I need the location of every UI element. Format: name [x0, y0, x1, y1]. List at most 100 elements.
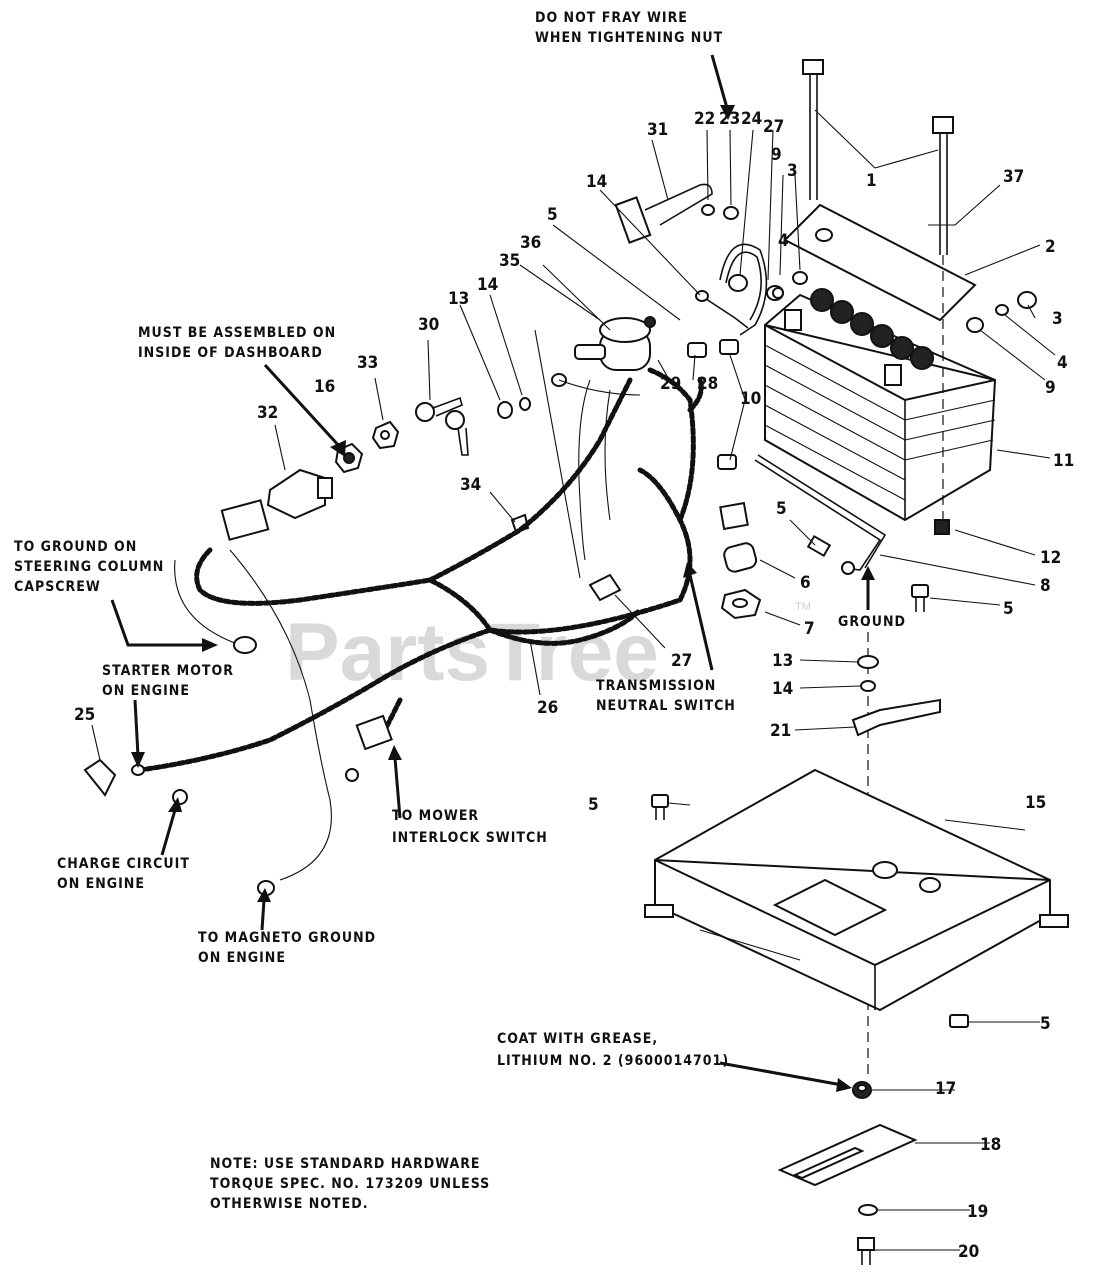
- callout-must-assemble-1: MUST BE ASSEMBLED ON: [138, 325, 336, 341]
- part-number: 13: [448, 289, 469, 309]
- part-number: 35: [499, 251, 520, 271]
- part-number: 31: [647, 120, 668, 140]
- part-number: 9: [1045, 378, 1056, 398]
- mounting-plate-assembly: [644, 584, 1069, 1265]
- part-number: 27: [763, 117, 784, 137]
- ignition-switch: [266, 468, 326, 520]
- part-number: 23: [719, 109, 740, 129]
- callout-starter-2: ON ENGINE: [102, 683, 190, 699]
- part-number: 36: [520, 233, 541, 253]
- note-line-2: TORQUE SPEC. NO. 173209 UNLESS: [210, 1176, 490, 1192]
- part-number: 33: [357, 353, 378, 373]
- leader-lines: [91, 109, 1056, 1251]
- part-number: 27: [671, 651, 692, 671]
- positive-cable: [719, 243, 768, 336]
- part-number: 24: [741, 109, 762, 129]
- starter-lead: [137, 627, 493, 773]
- callout-arrows: [110, 54, 875, 1092]
- callout-grease-2: LITHIUM NO. 2 (9600014701): [497, 1053, 729, 1069]
- part-number: 4: [1057, 353, 1068, 373]
- part-number: 29: [660, 374, 681, 394]
- callout-mower-2: INTERLOCK SWITCH: [392, 830, 548, 846]
- part-number: 3: [1052, 309, 1063, 329]
- part-number: 12: [1040, 548, 1061, 568]
- part-number: 5: [1003, 599, 1014, 619]
- battery-cap: [810, 288, 834, 312]
- battery-assembly: [754, 59, 1037, 575]
- part-number: 37: [1003, 167, 1024, 187]
- part-number: 6: [800, 573, 811, 593]
- part-number: 3: [787, 161, 798, 181]
- part-number: 9: [771, 145, 782, 165]
- washer: [1017, 291, 1037, 309]
- neutral-switch: [720, 542, 762, 620]
- callout-must-assemble-2: INSIDE OF DASHBOARD: [138, 345, 323, 361]
- part-number-labels: 1 37 2 3 3 4 4 9 9 11 12 8 5 5 5 5 5 6 7…: [74, 109, 1074, 1262]
- starter-terminal: [83, 758, 117, 797]
- part-number: 15: [1025, 793, 1046, 813]
- part-number: 1: [866, 171, 877, 191]
- callout-charge-2: ON ENGINE: [57, 876, 145, 892]
- part-number: 11: [1053, 451, 1074, 471]
- part-number: 5: [547, 205, 558, 225]
- part-number: 20: [958, 1242, 979, 1262]
- part-number: 13: [772, 651, 793, 671]
- solenoid-assembly: [574, 183, 784, 470]
- callout-ground-steering-3: CAPSCREW: [14, 579, 101, 595]
- part-number: 19: [967, 1202, 988, 1222]
- part-number: 5: [776, 499, 787, 519]
- callout-starter-1: STARTER MOTOR: [102, 663, 234, 679]
- ignition-switch-assembly: [220, 396, 531, 541]
- square-nut: [934, 519, 950, 535]
- keys: [415, 396, 469, 456]
- text-callouts: DO NOT FRAY WIRE WHEN TIGHTENING NUT MUS…: [14, 10, 906, 1212]
- wire-harness: [83, 367, 762, 896]
- part-number: 30: [418, 315, 439, 335]
- callout-mower-1: TO MOWER: [392, 808, 479, 824]
- part-number: 25: [74, 705, 95, 725]
- plate-bracket: [851, 698, 941, 737]
- part-number: 7: [804, 619, 815, 639]
- part-number: 14: [586, 172, 607, 192]
- part-number: 14: [772, 679, 793, 699]
- cable-connector: [614, 196, 652, 244]
- note-line-3: OTHERWISE NOTED.: [210, 1196, 368, 1212]
- rod-head-2: [932, 116, 954, 134]
- callout-magneto-1: TO MAGNETO GROUND: [198, 930, 376, 946]
- callout-transmission-1: TRANSMISSION: [596, 678, 716, 694]
- part-number: 28: [697, 374, 718, 394]
- part-number: 17: [935, 1079, 956, 1099]
- watermark-trademark: TM: [795, 601, 811, 613]
- part-number: 4: [778, 231, 789, 251]
- part-number: 18: [980, 1135, 1001, 1155]
- callout-charge-1: CHARGE CIRCUIT: [57, 856, 190, 872]
- part-number: 26: [537, 698, 558, 718]
- callout-ground: GROUND: [838, 614, 906, 630]
- part-number: 5: [1040, 1014, 1051, 1034]
- part-number: 5: [588, 795, 599, 815]
- part-number: 10: [740, 389, 761, 409]
- callout-do-not-fray-2: WHEN TIGHTENING NUT: [535, 30, 723, 46]
- interlock-connector: [355, 714, 393, 751]
- callout-ground-steering-1: TO GROUND ON: [14, 539, 137, 555]
- callout-magneto-2: ON ENGINE: [198, 950, 286, 966]
- part-number: 34: [460, 475, 481, 495]
- rod-head-1: [802, 59, 824, 75]
- part-number: 8: [1040, 576, 1051, 596]
- part-number: 2: [1045, 237, 1056, 257]
- note-line-1: NOTE: USE STANDARD HARDWARE: [210, 1156, 481, 1172]
- part-number: 21: [770, 721, 791, 741]
- part-number: 16: [314, 377, 335, 397]
- part-number: 32: [257, 403, 278, 423]
- plate-opening: [772, 878, 888, 937]
- main-harness: [194, 467, 693, 635]
- callout-transmission-2: NEUTRAL SWITCH: [596, 698, 736, 714]
- bolt: [806, 534, 832, 558]
- part-number: 14: [477, 275, 498, 295]
- part-number: 22: [694, 109, 715, 129]
- callout-do-not-fray-1: DO NOT FRAY WIRE: [535, 10, 688, 26]
- callout-grease-1: COAT WITH GREASE,: [497, 1031, 658, 1047]
- callout-ground-steering-2: STEERING COLUMN: [14, 559, 164, 575]
